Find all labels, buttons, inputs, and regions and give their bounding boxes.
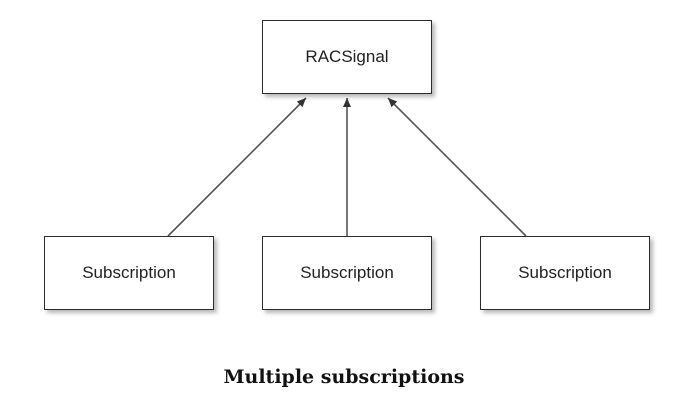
node-subscription-1: Subscription bbox=[44, 236, 214, 310]
node-subscription-3-label: Subscription bbox=[518, 263, 612, 282]
arrow-sub3-to-signal bbox=[387, 97, 527, 237]
node-subscription-2-label: Subscription bbox=[300, 263, 394, 282]
node-subscription-2: Subscription bbox=[262, 236, 432, 310]
node-racsignal-label: RACSignal bbox=[305, 47, 389, 66]
node-racsignal: RACSignal bbox=[262, 20, 432, 94]
figure-caption: Multiple subscriptions bbox=[223, 366, 465, 388]
node-subscription-1-label: Subscription bbox=[82, 263, 176, 282]
arrow-sub1-to-signal bbox=[167, 97, 307, 237]
node-subscription-3: Subscription bbox=[480, 236, 650, 310]
